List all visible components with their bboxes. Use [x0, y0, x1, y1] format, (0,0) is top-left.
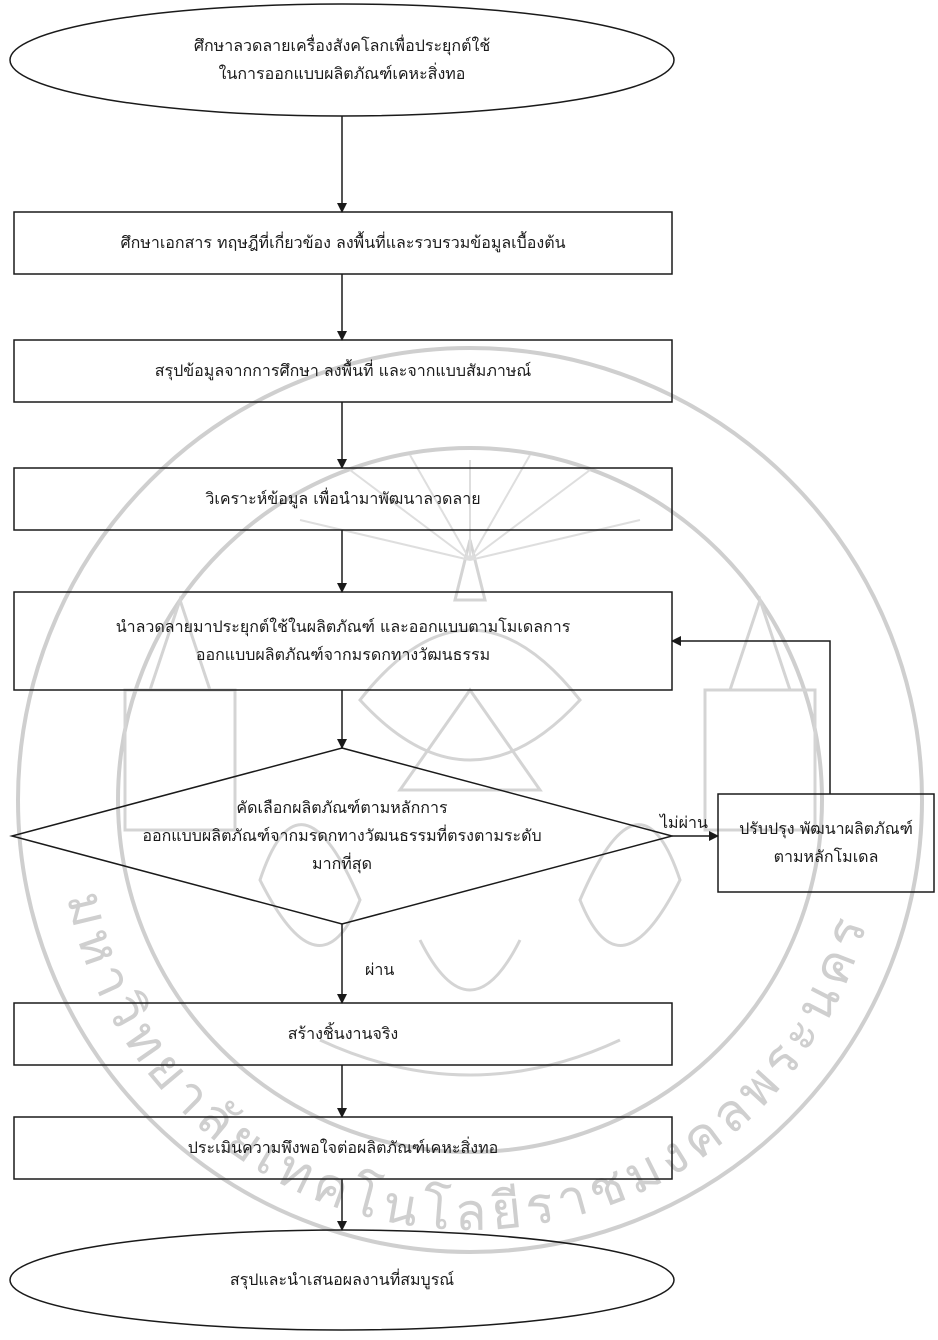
step6-node-label: ประเมินความพึงพอใจต่อผลิตภัณฑ์เคหะสิ่งทอ	[187, 1138, 499, 1157]
start-node-label: ศึกษาลวดลายเครื่องสังคโลกเพื่อประยุกต์ใช…	[193, 36, 491, 83]
edge-label-fail: ไม่ผ่าน	[660, 813, 708, 832]
step5-node-label: สร้างชิ้นงานจริง	[287, 1024, 399, 1043]
edge-improve-step4	[671, 636, 831, 794]
step2-node-label: สรุปข้อมูลจากการศึกษา ลงพื้นที่ และจากแบ…	[154, 361, 532, 380]
edge-label-pass: ผ่าน	[365, 960, 395, 979]
improve-node-label: ปรับปรุง พัฒนาผลิตภัณฑ์ ตามหลักโมเดล	[739, 819, 913, 866]
decision-node-label: คัดเลือกผลิตภัณฑ์ตามหลักการ ออกแบบผลิตภั…	[142, 798, 542, 873]
end-node-label: สรุปและนำเสนอผลงานที่สมบูรณ์	[229, 1270, 455, 1289]
step4-node-label: นำลวดลายมาประยุกต์ใช้ในผลิตภัณฑ์ และออกแ…	[115, 617, 571, 664]
improve-box	[717, 793, 935, 893]
step1-node-label: ศึกษาเอกสาร ทฤษฎีที่เกี่ยวข้อง ลงพื้นที่…	[120, 233, 566, 252]
step3-node-label: วิเคราะห์ข้อมูล เพื่อนำมาพัฒนาลวดลาย	[205, 489, 481, 508]
